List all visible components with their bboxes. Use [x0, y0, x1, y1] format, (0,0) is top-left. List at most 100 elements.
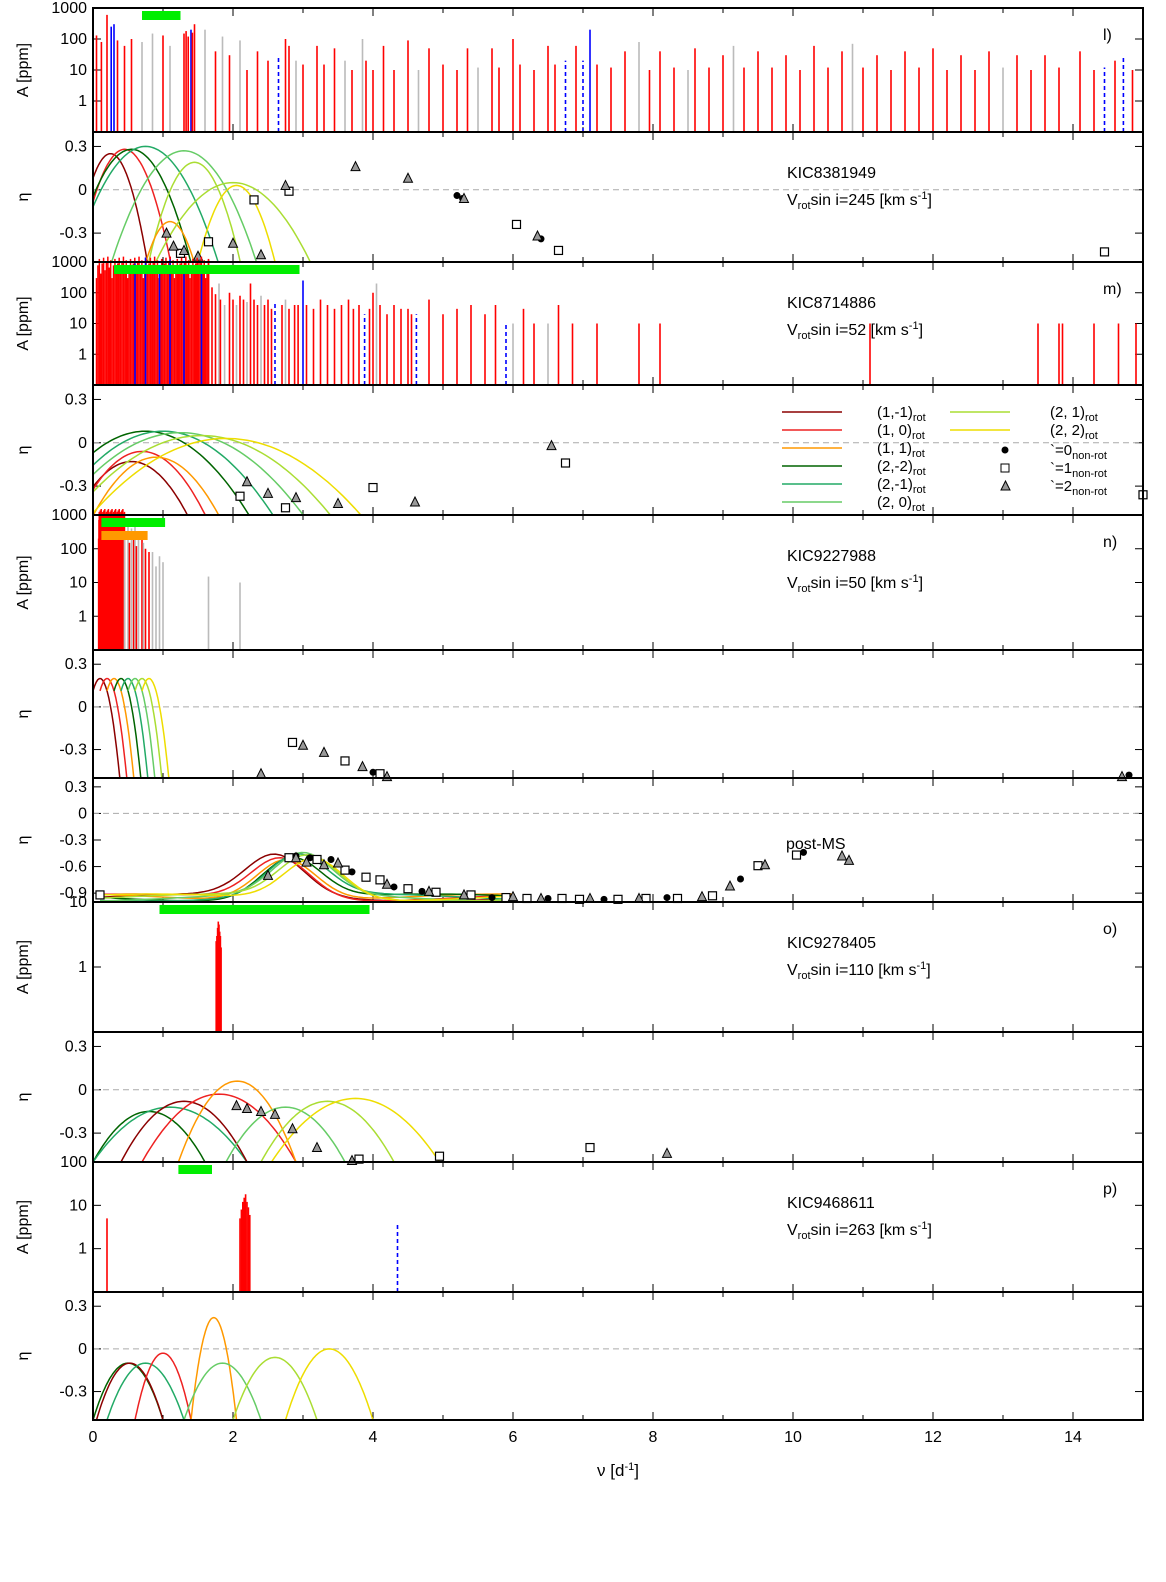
- y-tick-label: 1000: [51, 0, 87, 17]
- vrot-label-part: sin i=52 [km s: [811, 322, 909, 339]
- l2-point: [423, 885, 435, 896]
- l1-point: [574, 894, 585, 904]
- l2-point: [696, 890, 708, 902]
- l2-point: [269, 1108, 281, 1119]
- l1-point: [354, 1154, 364, 1164]
- x-axis-label: ν [d-1]: [597, 1461, 639, 1480]
- l2-point: [287, 1122, 298, 1134]
- l1-point: [361, 872, 371, 882]
- model-curve: [93, 430, 250, 515]
- l1-point: [340, 865, 350, 875]
- l1-point: [613, 894, 623, 904]
- legend-label-sub: rot: [913, 466, 926, 478]
- model-curve: [93, 434, 332, 515]
- model-curve: [106, 677, 135, 778]
- model-curve: [270, 1097, 441, 1162]
- l1-point: [280, 503, 291, 513]
- l0-point: [663, 894, 671, 902]
- legend-label: (2, 1)rot: [1050, 404, 1098, 424]
- l2-point: [255, 767, 267, 779]
- l2-point: [1116, 770, 1128, 782]
- model-curve: [93, 152, 149, 262]
- l1-point: [249, 195, 259, 205]
- y-axis-label: η: [15, 193, 32, 202]
- vrot-label-part: V: [787, 575, 798, 592]
- model-curve: [147, 161, 242, 262]
- l2-point: [350, 160, 361, 172]
- l0-point: [544, 894, 552, 902]
- curves: [93, 1316, 374, 1420]
- l2-point: [255, 248, 267, 260]
- x-tick-label: 6: [509, 1429, 518, 1446]
- panel-label: l): [1103, 27, 1112, 44]
- vrot-label-part: -1: [918, 1220, 928, 1232]
- legend-label: (2,-2)rot: [877, 458, 926, 478]
- panel-label: n): [1103, 534, 1117, 551]
- y-tick-label: 0.3: [65, 656, 87, 673]
- l0-point: [453, 192, 461, 200]
- panel-frame: [92, 384, 1144, 516]
- y-axis-label: A [ppm]: [15, 43, 32, 97]
- legend-label-main: (1, 1): [877, 440, 912, 457]
- model-curve: [93, 450, 207, 515]
- model-curve: [93, 437, 362, 515]
- model-curve: [99, 858, 514, 900]
- l2-point: [290, 491, 302, 503]
- l1-point: [434, 1151, 445, 1161]
- l2-point: [301, 856, 312, 867]
- y-axis-label: A [ppm]: [15, 555, 32, 609]
- post-ms-label: post-MS: [786, 836, 846, 853]
- legend-label-sub: non-rot: [1072, 468, 1107, 480]
- l2-point: [241, 475, 253, 487]
- y-tick-label: -0.3: [59, 1125, 87, 1142]
- model-curve: [120, 677, 149, 778]
- x-axis-label-part: -1: [624, 1461, 634, 1473]
- l2-point: [318, 746, 330, 757]
- vrot-label-part: V: [787, 192, 798, 209]
- legend-swatch: [1001, 446, 1009, 454]
- model-curve: [141, 1093, 297, 1162]
- legend-label-sub: non-rot: [1072, 486, 1107, 498]
- y-tick-label: -0.9: [59, 885, 87, 902]
- vrot-label-part: rot: [798, 1230, 811, 1242]
- y-tick-label: 10: [69, 62, 87, 79]
- legend-label-sub: rot: [1085, 412, 1098, 424]
- l2-point: [161, 226, 172, 238]
- l1-point: [511, 219, 522, 230]
- curves: [93, 145, 312, 262]
- l2-point: [178, 244, 190, 255]
- model-curve: [183, 1362, 262, 1420]
- y-tick-label: 1: [78, 346, 87, 363]
- y-tick-label: 10: [69, 575, 87, 592]
- frequency-range-bar: [159, 905, 370, 914]
- x-axis-label-part: ]: [634, 1461, 639, 1480]
- legend-label: (2, 0)rot: [877, 494, 925, 514]
- model-curve: [93, 148, 172, 262]
- panel-frame: [92, 649, 1144, 779]
- l2-point: [759, 858, 771, 870]
- vrot-label-part: ]: [926, 962, 930, 979]
- vrot-label-part: -1: [918, 190, 928, 202]
- y-tick-label: 0: [78, 435, 87, 452]
- curves: [99, 851, 514, 902]
- l0-point: [390, 883, 398, 891]
- model-curve: [225, 1106, 346, 1162]
- y-tick-label: 0.3: [65, 391, 87, 408]
- legend-label-main: (2,-2): [877, 458, 913, 475]
- model-curve: [95, 1362, 164, 1420]
- vrot-label-part: ]: [919, 575, 923, 592]
- l2-point: [402, 172, 414, 183]
- l2-point: [836, 849, 848, 861]
- l1-point: [560, 458, 571, 468]
- vrot-label-part: sin i=50 [km s: [811, 575, 909, 592]
- frequency-range-bar: [101, 518, 166, 527]
- y-axis-label: A [ppm]: [15, 940, 32, 994]
- legend-label-main: (2, 0): [877, 494, 912, 511]
- y-tick-label: 10: [69, 1197, 87, 1214]
- l0-point: [488, 894, 496, 902]
- legend-label: `=0non-rot: [1050, 442, 1107, 462]
- l2-point: [318, 858, 330, 870]
